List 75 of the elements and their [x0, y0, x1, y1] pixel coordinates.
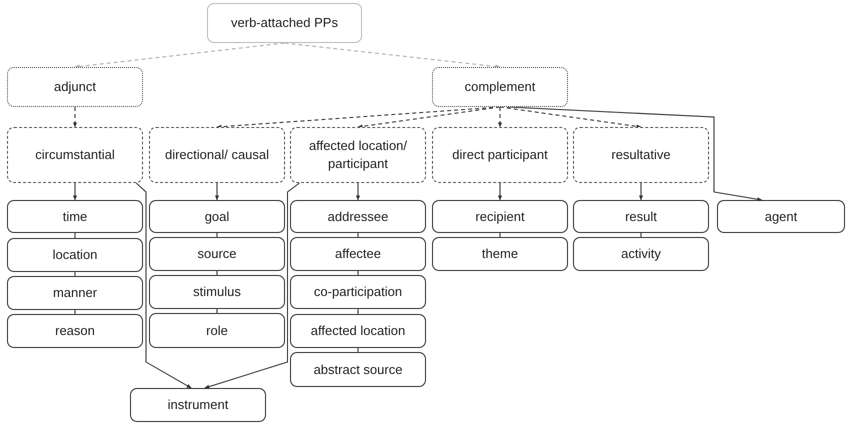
node-label: goal [204, 208, 230, 226]
node-label: directional/ causal [164, 146, 270, 164]
connector-line [216, 270, 218, 276]
node-label: co-participation [314, 283, 402, 301]
connector-line [74, 310, 76, 314]
node-label: role [206, 322, 228, 340]
node-label: complement [464, 78, 536, 96]
connector-line [640, 232, 642, 238]
leaf-box [149, 313, 285, 348]
node-label: verb-attached PPs [231, 14, 338, 32]
node-label: affected location [310, 322, 406, 340]
node-label: theme [482, 245, 518, 263]
node-label: location [52, 246, 98, 264]
leaf-box [7, 200, 143, 233]
category-box [573, 127, 709, 183]
node-label: resultative [611, 146, 671, 164]
node-label: abstract source [314, 360, 402, 378]
leaf-box [573, 200, 709, 233]
node-label: time [62, 208, 88, 226]
leaf-box [290, 275, 426, 309]
leaf-box [290, 200, 426, 233]
arrow [73, 106, 77, 128]
node-label: recipient [475, 208, 525, 226]
leaf-box [7, 238, 143, 272]
node-label: agent [764, 208, 798, 226]
node-label: reason [55, 322, 95, 340]
category-box [432, 127, 568, 183]
category-box [7, 127, 143, 183]
leaf-box [432, 200, 568, 233]
node-label: source [197, 245, 237, 263]
category-box [149, 127, 285, 183]
arrow [356, 182, 360, 200]
leaf-box [149, 275, 285, 309]
leaf-box [432, 237, 568, 271]
node-label: addressee [328, 208, 388, 226]
arrow [498, 182, 502, 200]
node-label: stimulus [193, 283, 241, 301]
arrow [73, 182, 77, 200]
leaf-box [290, 352, 426, 387]
arrow [358, 106, 500, 128]
leaf-box [717, 200, 845, 233]
arrow [74, 42, 285, 68]
arrow [136, 182, 192, 388]
node-label: manner [52, 284, 98, 302]
arrow [204, 182, 300, 389]
arrow [284, 42, 500, 68]
category-box [290, 127, 426, 183]
leaf-box [290, 237, 426, 271]
root-box [207, 3, 362, 43]
node-label: affected location/ participant [308, 137, 408, 173]
arrow [506, 106, 762, 202]
connector-line [74, 272, 76, 276]
category-box [7, 67, 143, 107]
connector-line [216, 232, 218, 238]
node-label: activity [621, 245, 661, 263]
arrow [215, 182, 219, 200]
node-label: instrument [168, 396, 228, 414]
leaf-box [149, 237, 285, 271]
node-label: direct participant [452, 146, 548, 164]
category-box [432, 67, 568, 107]
leaf-box [7, 314, 143, 348]
node-label: result [625, 208, 657, 226]
arrow [639, 182, 643, 200]
leaf-box [290, 314, 426, 348]
leaf-box [130, 388, 266, 422]
leaf-box [573, 237, 709, 271]
connector-line [216, 308, 218, 314]
connector-line [74, 232, 76, 238]
node-label: affectee [334, 245, 382, 263]
arrow [500, 106, 642, 128]
arrow [498, 106, 502, 128]
leaf-box [149, 200, 285, 233]
leaf-box [7, 276, 143, 310]
node-label: circumstantial [35, 146, 115, 164]
node-label: adjunct [54, 78, 96, 96]
